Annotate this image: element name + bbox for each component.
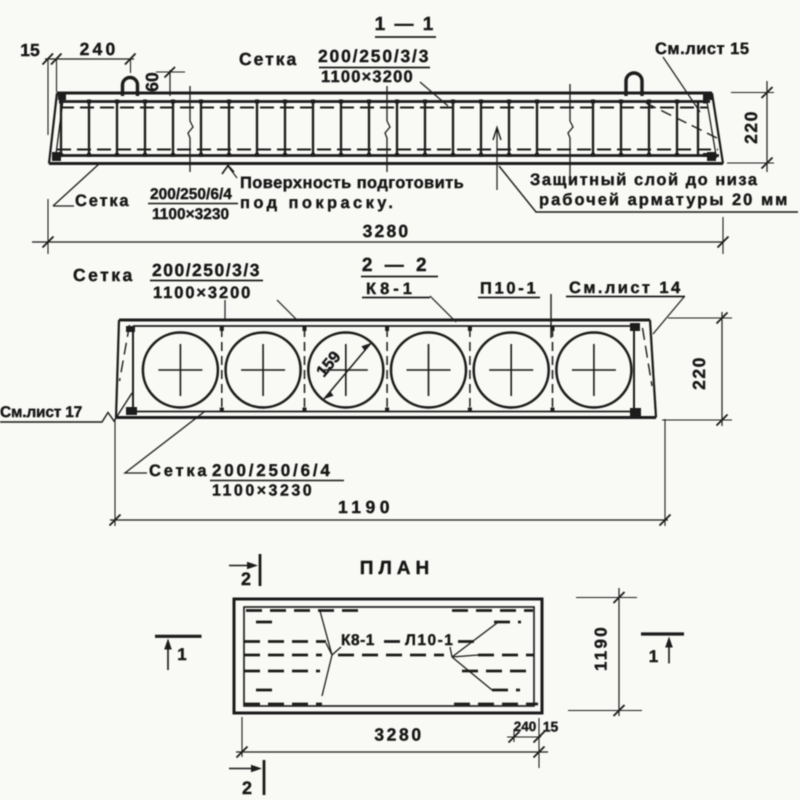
svg-text:К8-1: К8-1 — [366, 280, 416, 298]
svg-text:200/250/3/3: 200/250/3/3 — [152, 260, 261, 280]
svg-text:Л10-1: Л10-1 — [405, 632, 454, 649]
svg-text:3280: 3280 — [363, 221, 411, 241]
svg-text:Сетка: Сетка — [239, 49, 298, 69]
svg-text:1100×3200: 1100×3200 — [153, 284, 252, 302]
svg-text:1190: 1190 — [592, 625, 611, 671]
svg-text:Поверхность подготовить: Поверхность подготовить — [240, 174, 464, 192]
svg-text:15: 15 — [20, 40, 40, 60]
svg-text:под покраску.: под покраску. — [240, 194, 396, 212]
svg-text:П10-1: П10-1 — [480, 280, 538, 298]
svg-text:Сетка: Сетка — [75, 192, 130, 210]
svg-text:240: 240 — [80, 39, 119, 59]
svg-text:220: 220 — [741, 110, 761, 144]
svg-text:ПЛАН: ПЛАН — [360, 558, 434, 579]
svg-text:См.лист 14: См.лист 14 — [569, 279, 683, 297]
svg-text:Сетка: Сетка — [73, 265, 135, 285]
svg-text:2 — 2: 2 — 2 — [362, 255, 430, 276]
svg-text:К8-1: К8-1 — [341, 632, 375, 649]
svg-text:См.лист 15: См.лист 15 — [655, 40, 750, 58]
svg-text:1: 1 — [649, 647, 658, 666]
svg-text:1190: 1190 — [338, 497, 394, 517]
svg-text:15: 15 — [543, 719, 559, 735]
svg-text:Защитный слой до низа: Защитный слой до низа — [530, 171, 759, 189]
svg-text:Сетка: Сетка — [149, 462, 209, 480]
svg-text:159: 159 — [313, 348, 344, 381]
svg-text:220: 220 — [689, 356, 709, 390]
svg-text:200/250/3/3: 200/250/3/3 — [318, 46, 430, 66]
svg-text:1100×3230: 1100×3230 — [212, 483, 314, 500]
svg-text:2: 2 — [242, 778, 252, 798]
svg-text:2: 2 — [241, 569, 251, 589]
svg-text:3280: 3280 — [374, 725, 423, 745]
svg-text:1100×3200: 1100×3200 — [321, 68, 414, 86]
svg-text:1100×3230: 1100×3230 — [152, 206, 229, 223]
svg-text:1: 1 — [177, 645, 186, 664]
svg-text:См.лист 17: См.лист 17 — [0, 404, 82, 421]
svg-text:рабочей арматуры 20 мм: рабочей арматуры 20 мм — [539, 191, 789, 209]
svg-text:60: 60 — [142, 72, 162, 92]
svg-text:200/250/6/4: 200/250/6/4 — [150, 186, 232, 203]
svg-text:1 — 1: 1 — 1 — [375, 14, 436, 35]
svg-text:200/250/6/4: 200/250/6/4 — [212, 461, 333, 480]
svg-text:240: 240 — [514, 719, 537, 734]
